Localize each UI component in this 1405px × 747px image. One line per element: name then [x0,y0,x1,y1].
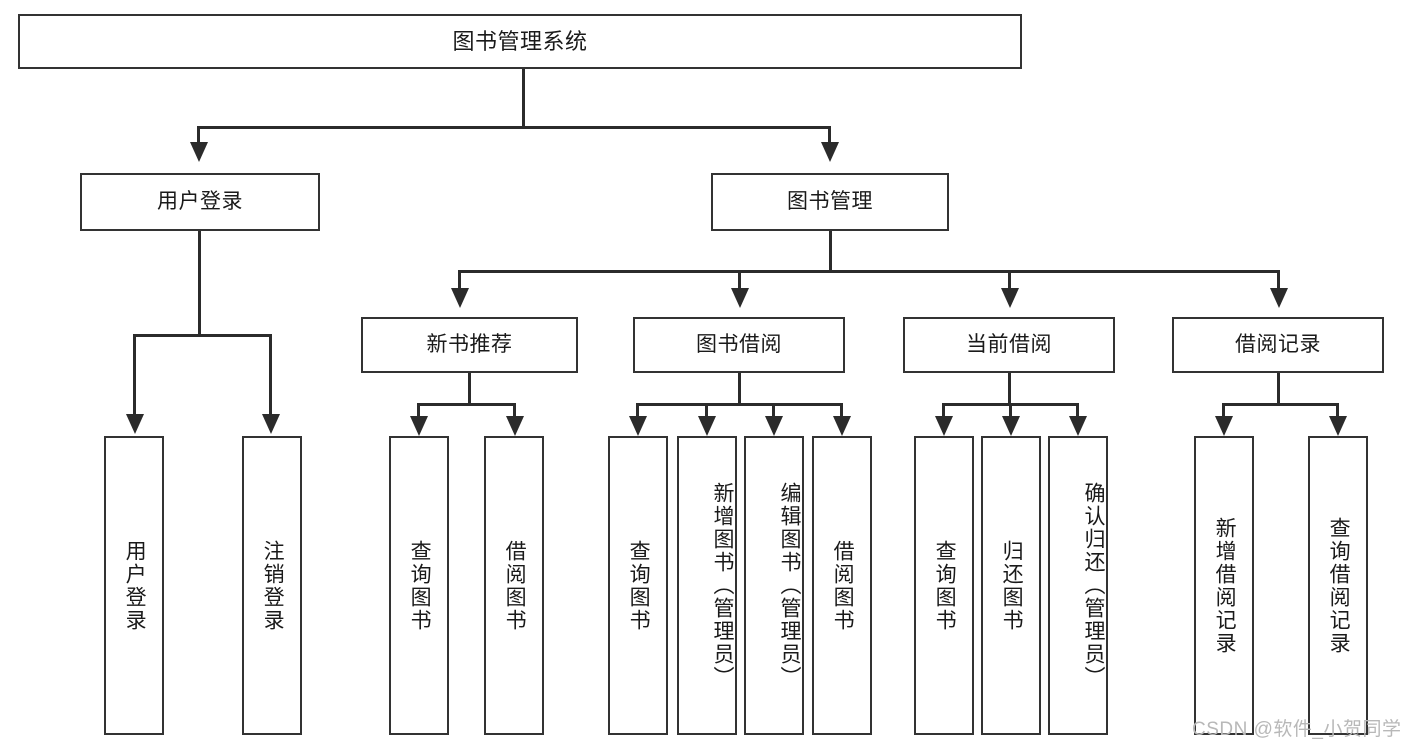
connector-user-login-stem [198,231,201,336]
arrowhead-icon-root-to-book-management [821,142,839,162]
leaf-edit-book-admin[interactable]: 编辑图书（管理员） [744,436,804,735]
connector-root-bar [197,126,831,129]
arrowhead-icon-user-login-leaf-1 [126,414,144,434]
arrowhead-icon-book-borrow-leaf-3 [765,416,783,436]
connector-book-borrow-leaf-2 [705,403,708,419]
node-user-login[interactable]: 用户登录 [80,173,320,231]
arrowhead-icon-book-borrow-leaf-4 [833,416,851,436]
connector-new-book-leaf-1 [417,403,420,419]
arrowhead-icon-user-login-leaf-2 [262,414,280,434]
arrowhead-icon-book-borrow-leaf-1 [629,416,647,436]
arrowhead-icon-book-borrow-leaf-2 [698,416,716,436]
arrowhead-icon-book-borrow [731,288,749,308]
connector-user-login-bar [133,334,271,337]
arrowhead-icon-current-borrow-leaf-3 [1069,416,1087,436]
arrowhead-icon-borrow-record-leaf-2 [1329,416,1347,436]
node-book-management[interactable]: 图书管理 [711,173,949,231]
connector-book-borrow-leaf-4 [840,403,843,419]
leaf-borrow-book[interactable]: 借阅图书 [812,436,872,735]
arrowhead-icon-new-book [451,288,469,308]
connector-root-to-book-management [828,126,831,146]
leaf-user-login[interactable]: 用户登录 [104,436,164,735]
arrowhead-icon-root-to-user-login [190,142,208,162]
leaf-query-book-borrow[interactable]: 查询图书 [608,436,668,735]
arrowhead-icon-current-borrow [1001,288,1019,308]
leaf-query-book-current[interactable]: 查询图书 [914,436,974,735]
arrowhead-icon-current-borrow-leaf-1 [935,416,953,436]
connector-current-borrow-leaf-3 [1076,403,1079,419]
connector-user-login-to-leaf-1 [133,334,136,418]
connector-book-borrow-leaf-1 [636,403,639,419]
connector-book-management-bar [458,270,1280,273]
arrowhead-icon-new-book-leaf-1 [410,416,428,436]
node-new-book-recommendation[interactable]: 新书推荐 [361,317,578,373]
arrowhead-icon-new-book-leaf-2 [506,416,524,436]
leaf-logout[interactable]: 注销登录 [242,436,302,735]
leaf-query-borrow-record[interactable]: 查询借阅记录 [1308,436,1368,735]
node-borrow-record[interactable]: 借阅记录 [1172,317,1384,373]
arrowhead-icon-borrow-record-leaf-1 [1215,416,1233,436]
connector-borrow-record-leaf-2 [1336,403,1339,419]
arrowhead-icon-borrow-record [1270,288,1288,308]
connector-new-book-leaf-2 [513,403,516,419]
connector-borrow-record-leaf-1 [1222,403,1225,419]
connector-user-login-to-leaf-2 [269,334,272,418]
leaf-add-borrow-record[interactable]: 新增借阅记录 [1194,436,1254,735]
connector-new-book-stem [468,373,471,405]
connector-borrow-record-stem [1277,373,1280,405]
connector-current-borrow-stem [1008,373,1011,405]
connector-to-current-borrow [1008,270,1011,292]
connector-current-borrow-leaf-1 [942,403,945,419]
leaf-add-book-admin[interactable]: 新增图书（管理员） [677,436,737,735]
connector-root-to-user-login [197,126,200,146]
leaf-return-book[interactable]: 归还图书 [981,436,1041,735]
leaf-query-book-new[interactable]: 查询图书 [389,436,449,735]
csdn-watermark: CSDN @软件_小贺同学 [1192,719,1402,740]
connector-to-book-borrow [738,270,741,292]
connector-new-book-bar [417,403,516,406]
node-book-management-system[interactable]: 图书管理系统 [18,14,1022,69]
connector-book-borrow-bar [636,403,843,406]
connector-to-new-book [458,270,461,292]
node-book-borrow[interactable]: 图书借阅 [633,317,845,373]
node-current-borrow[interactable]: 当前借阅 [903,317,1115,373]
connector-current-borrow-leaf-2 [1009,403,1012,419]
connector-borrow-record-bar [1222,403,1339,406]
connector-to-borrow-record [1277,270,1280,292]
arrowhead-icon-current-borrow-leaf-2 [1002,416,1020,436]
leaf-borrow-book-new[interactable]: 借阅图书 [484,436,544,735]
leaf-confirm-return-admin[interactable]: 确认归还（管理员） [1048,436,1108,735]
connector-root-stem [522,69,525,126]
connector-book-borrow-leaf-3 [772,403,775,419]
connector-book-borrow-stem [738,373,741,405]
connector-book-management-stem [829,231,832,273]
